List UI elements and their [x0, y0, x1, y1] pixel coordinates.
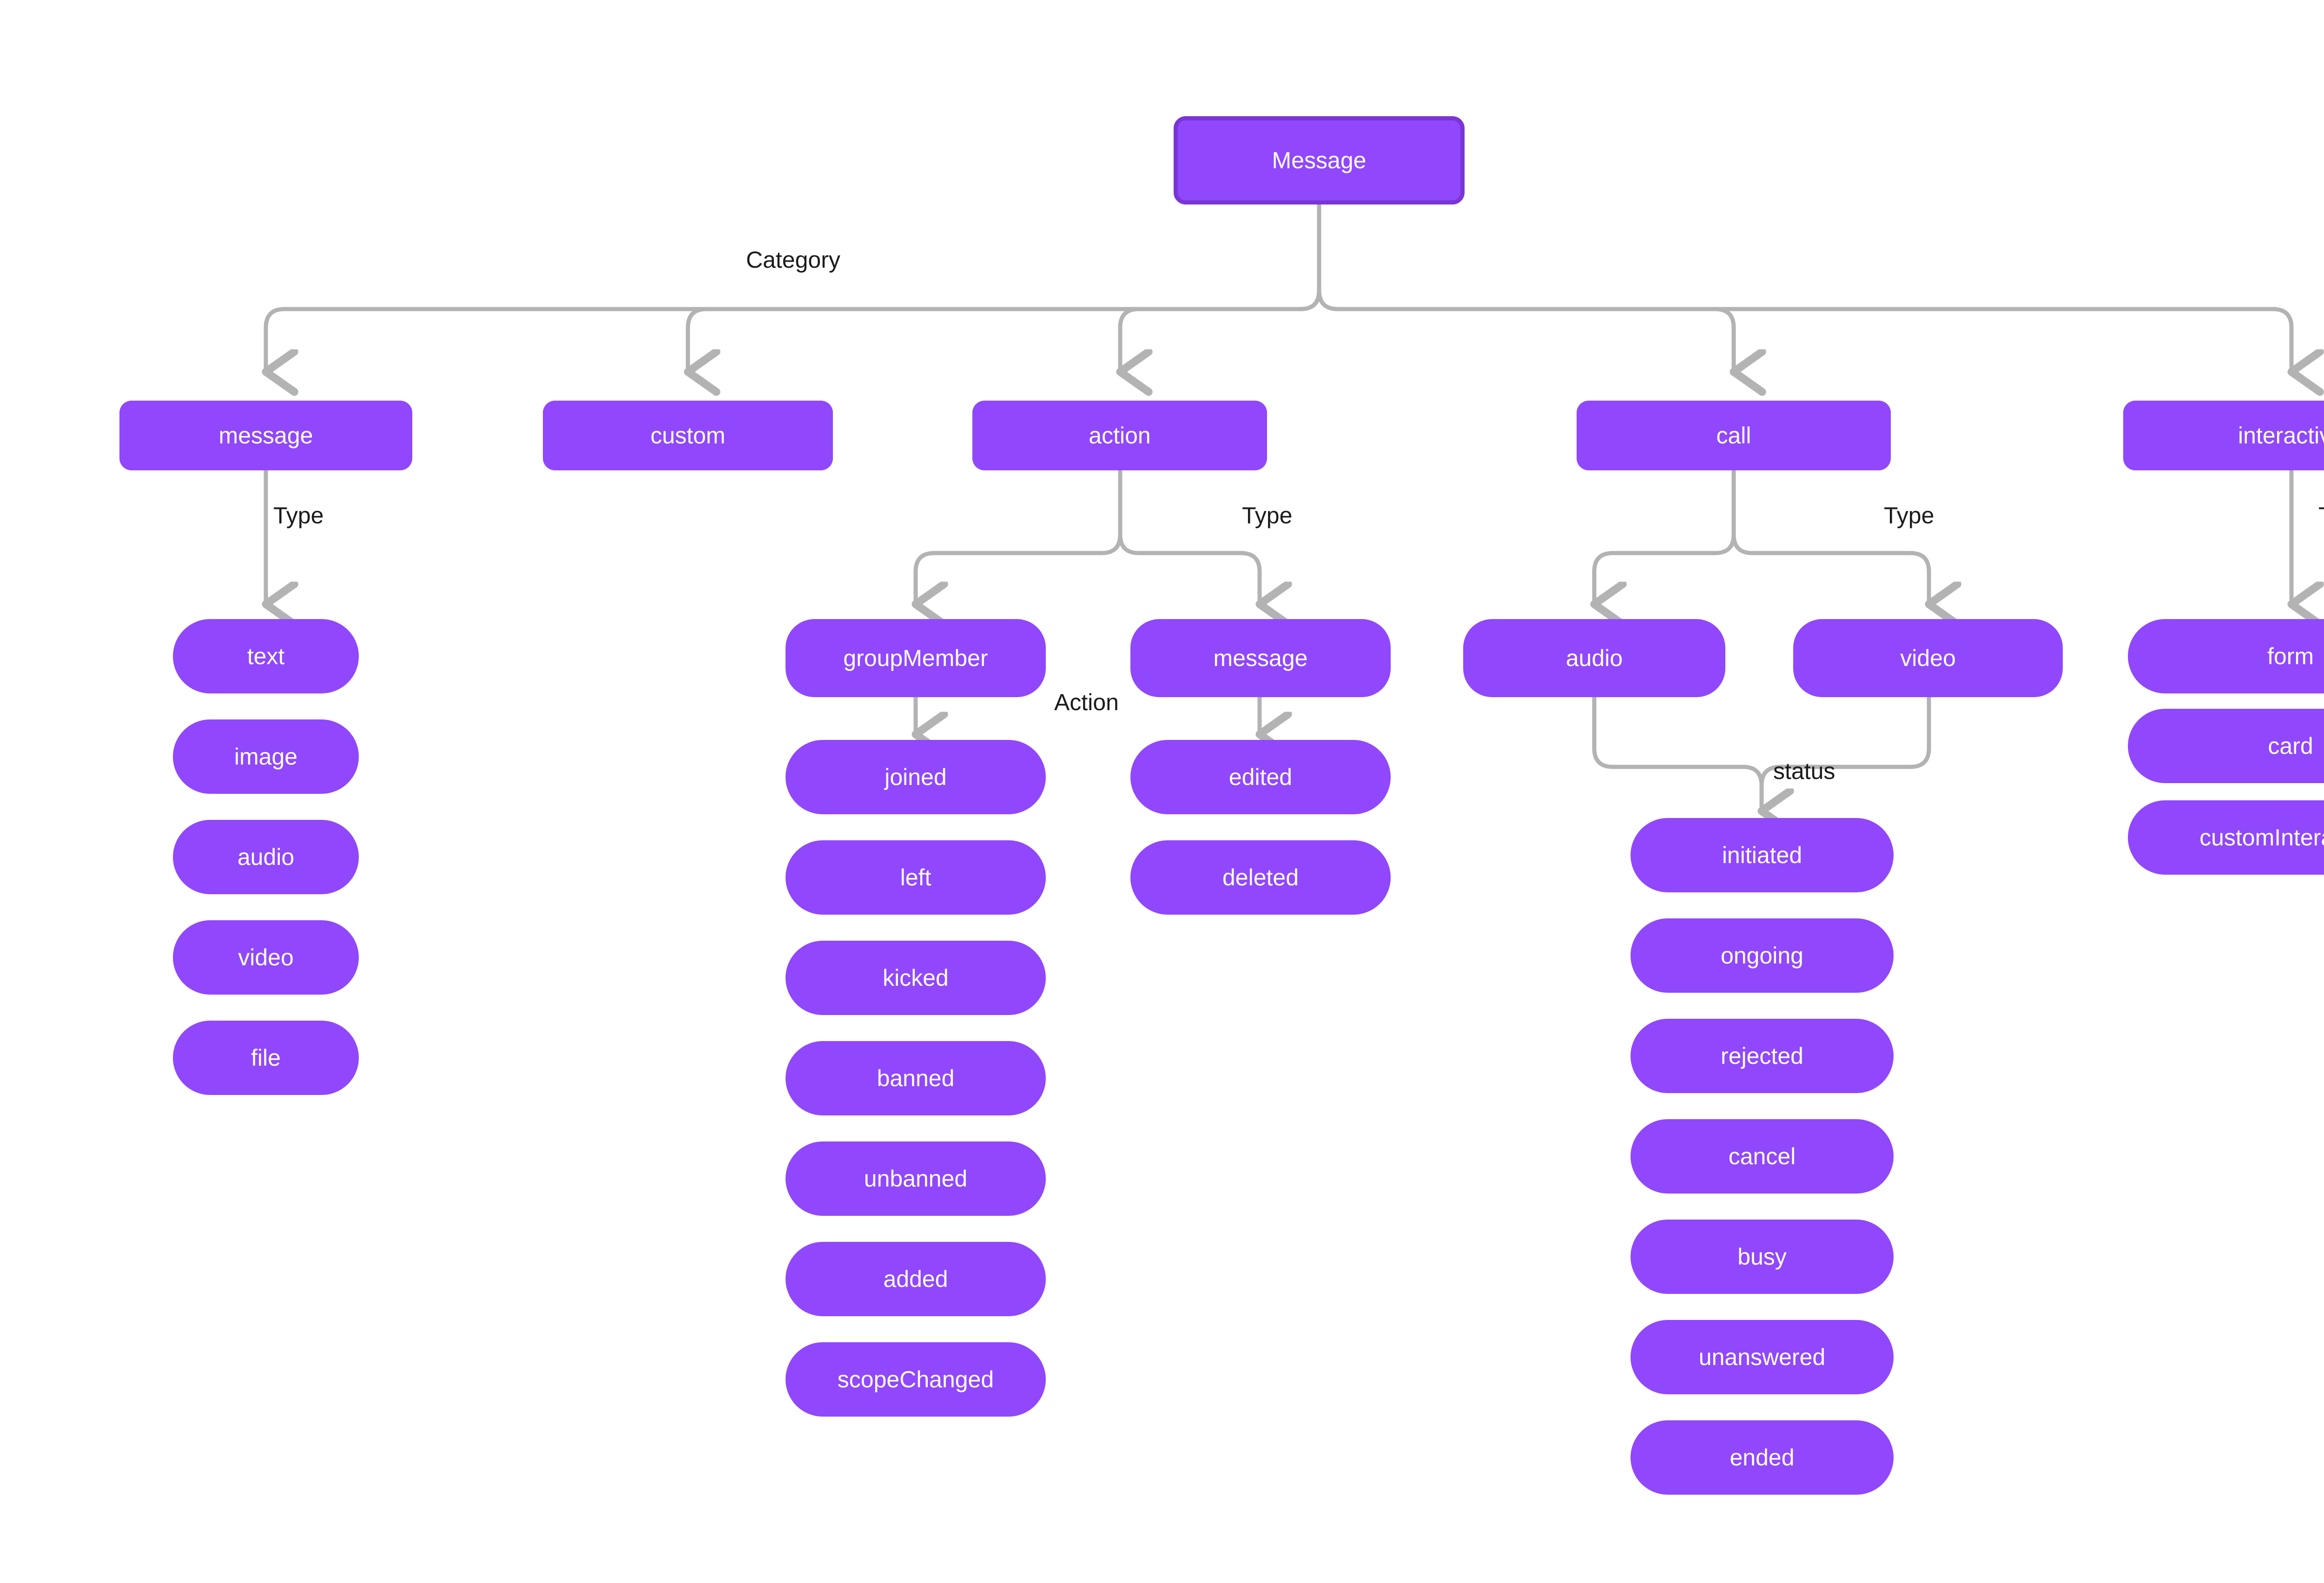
node-label: ongoing: [1721, 942, 1803, 969]
node-label: audio: [1565, 645, 1623, 671]
node-call-status-rejected[interactable]: rejected: [1631, 1019, 1894, 1093]
node-category-custom[interactable]: custom: [543, 401, 833, 470]
node-label: message: [1213, 645, 1308, 671]
node-label: card: [2268, 732, 2313, 759]
node-call-type-video[interactable]: video: [1793, 619, 2063, 697]
node-interactive-type-form[interactable]: form: [2128, 619, 2324, 693]
node-label: file: [251, 1044, 281, 1071]
node-label: joined: [885, 764, 947, 790]
node-label: interactive: [2238, 422, 2324, 449]
node-message-type-file[interactable]: file: [173, 1021, 359, 1095]
node-label: busy: [1737, 1243, 1787, 1270]
node-label: call: [1716, 422, 1751, 449]
edge-label-status: status: [1773, 758, 1835, 784]
node-label: cancel: [1728, 1143, 1796, 1169]
node-label: rejected: [1721, 1042, 1803, 1069]
node-call-status-initiated[interactable]: initiated: [1631, 818, 1894, 892]
node-groupmember-action-kicked[interactable]: kicked: [786, 941, 1046, 1015]
node-message-type-image[interactable]: image: [173, 719, 359, 794]
node-groupmember-action-banned[interactable]: banned: [786, 1041, 1046, 1115]
node-message-type-video[interactable]: video: [173, 920, 359, 995]
node-category-interactive[interactable]: interactive: [2123, 401, 2324, 470]
node-label: initiated: [1722, 842, 1802, 868]
node-label: text: [247, 643, 285, 669]
edge-label-type-action: Type: [1242, 502, 1293, 528]
node-groupmember-action-left[interactable]: left: [786, 840, 1046, 915]
node-message-type-audio[interactable]: audio: [173, 820, 359, 894]
node-call-status-unanswered[interactable]: unanswered: [1631, 1320, 1894, 1394]
node-root-message[interactable]: Message: [1174, 116, 1465, 204]
node-label: unanswered: [1698, 1344, 1826, 1370]
node-call-status-ongoing[interactable]: ongoing: [1631, 918, 1894, 993]
node-category-message[interactable]: message: [119, 401, 412, 470]
edge-label-category: Category: [746, 247, 840, 273]
node-label: video: [238, 944, 294, 970]
node-label: groupMember: [843, 645, 988, 671]
node-label: ended: [1730, 1444, 1795, 1471]
node-label: edited: [1228, 764, 1293, 790]
node-label: image: [234, 743, 298, 770]
node-label: banned: [877, 1065, 955, 1091]
node-groupmember-action-scopechanged[interactable]: scopeChanged: [786, 1342, 1046, 1417]
edge-label-type-call: Type: [1884, 502, 1934, 528]
node-label: deleted: [1222, 864, 1299, 890]
node-label: added: [883, 1266, 948, 1292]
node-label: message: [218, 422, 313, 449]
node-label: unbanned: [864, 1165, 968, 1192]
node-label: form: [2267, 643, 2314, 669]
node-label: customInteractive: [2199, 824, 2324, 851]
node-call-status-busy[interactable]: busy: [1631, 1220, 1894, 1294]
node-label: kicked: [883, 964, 949, 991]
node-interactive-type-custominteractive[interactable]: customInteractive: [2128, 800, 2324, 875]
node-label: video: [1900, 645, 1956, 671]
node-action-type-message[interactable]: message: [1130, 619, 1391, 697]
node-label: left: [900, 864, 931, 890]
node-label: audio: [237, 844, 295, 870]
node-message-type-text[interactable]: text: [173, 619, 359, 693]
node-interactive-type-card[interactable]: card: [2128, 709, 2324, 783]
node-message-action-deleted[interactable]: deleted: [1130, 840, 1391, 915]
node-label: scopeChanged: [837, 1366, 994, 1392]
node-groupmember-action-unbanned[interactable]: unbanned: [786, 1141, 1046, 1216]
node-category-action[interactable]: action: [972, 401, 1267, 470]
edge-label-action: Action: [1054, 689, 1119, 715]
node-category-call[interactable]: call: [1577, 401, 1891, 470]
edge-label-type-interactive: Type: [2318, 502, 2324, 529]
node-label: Message: [1272, 147, 1367, 173]
node-call-status-cancel[interactable]: cancel: [1631, 1119, 1894, 1194]
edge-label-type-message: Type: [273, 502, 324, 528]
node-label: action: [1089, 422, 1151, 449]
node-action-type-groupmember[interactable]: groupMember: [786, 619, 1046, 697]
node-groupmember-action-joined[interactable]: joined: [786, 740, 1046, 814]
node-label: custom: [650, 422, 726, 449]
node-groupmember-action-added[interactable]: added: [786, 1242, 1046, 1316]
node-message-action-edited[interactable]: edited: [1130, 740, 1391, 814]
node-call-type-audio[interactable]: audio: [1463, 619, 1725, 697]
node-call-status-ended[interactable]: ended: [1631, 1420, 1894, 1495]
